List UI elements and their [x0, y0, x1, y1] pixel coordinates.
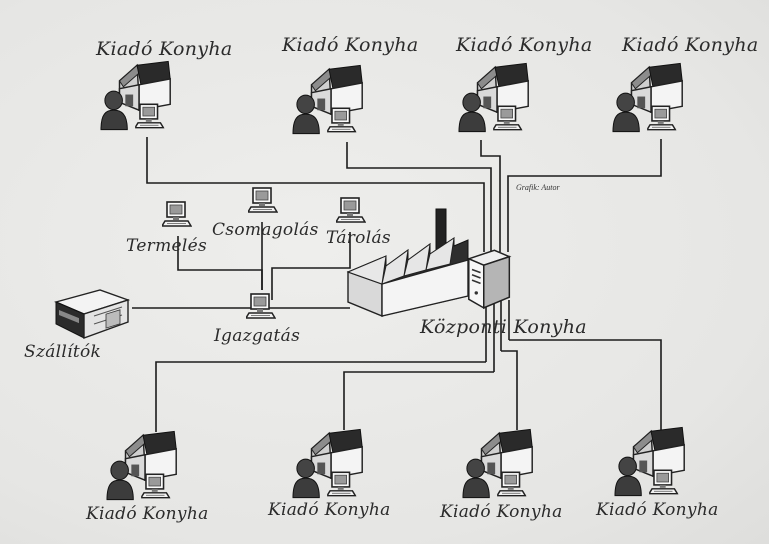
bottom-kitchen-label-3: Kiadó Konyha	[440, 502, 563, 522]
management-label: Igazgatás	[214, 326, 301, 346]
kitchen-site-icon	[614, 422, 692, 502]
suppliers-label: Szállítók	[24, 342, 102, 362]
kitchen-site-icon	[292, 424, 370, 504]
top-kitchen-label-4: Kiadó Konyha	[622, 34, 759, 56]
kitchen-site-icon	[462, 424, 540, 504]
top-kitchen-label-3: Kiadó Konyha	[456, 34, 593, 56]
production-computer-icon	[162, 200, 192, 230]
packaging-label: Csomagolás	[212, 220, 319, 240]
kitchen-site-icon	[458, 58, 536, 138]
bottom-kitchen-label-1: Kiadó Konyha	[86, 504, 209, 524]
kitchen-site-icon	[612, 58, 690, 138]
storage-label: Tárolás	[326, 228, 391, 248]
management-computer-icon	[246, 292, 276, 322]
supplier-warehouse-icon	[54, 288, 130, 340]
storage-computer-icon	[336, 196, 366, 226]
production-label: Termelés	[126, 236, 208, 256]
image-credit: Grafik: Autor	[516, 183, 560, 192]
bottom-kitchen-label-2: Kiadó Konyha	[268, 500, 391, 520]
top-kitchen-label-1: Kiadó Konyha	[96, 38, 233, 60]
bottom-kitchen-label-4: Kiadó Konyha	[596, 500, 719, 520]
central-kitchen-label: Központi Konyha	[420, 316, 587, 338]
kitchen-site-icon	[100, 56, 178, 136]
kitchen-site-icon	[106, 426, 184, 506]
top-kitchen-label-2: Kiadó Konyha	[282, 34, 419, 56]
packaging-computer-icon	[248, 186, 278, 216]
kitchen-site-icon	[292, 60, 370, 140]
